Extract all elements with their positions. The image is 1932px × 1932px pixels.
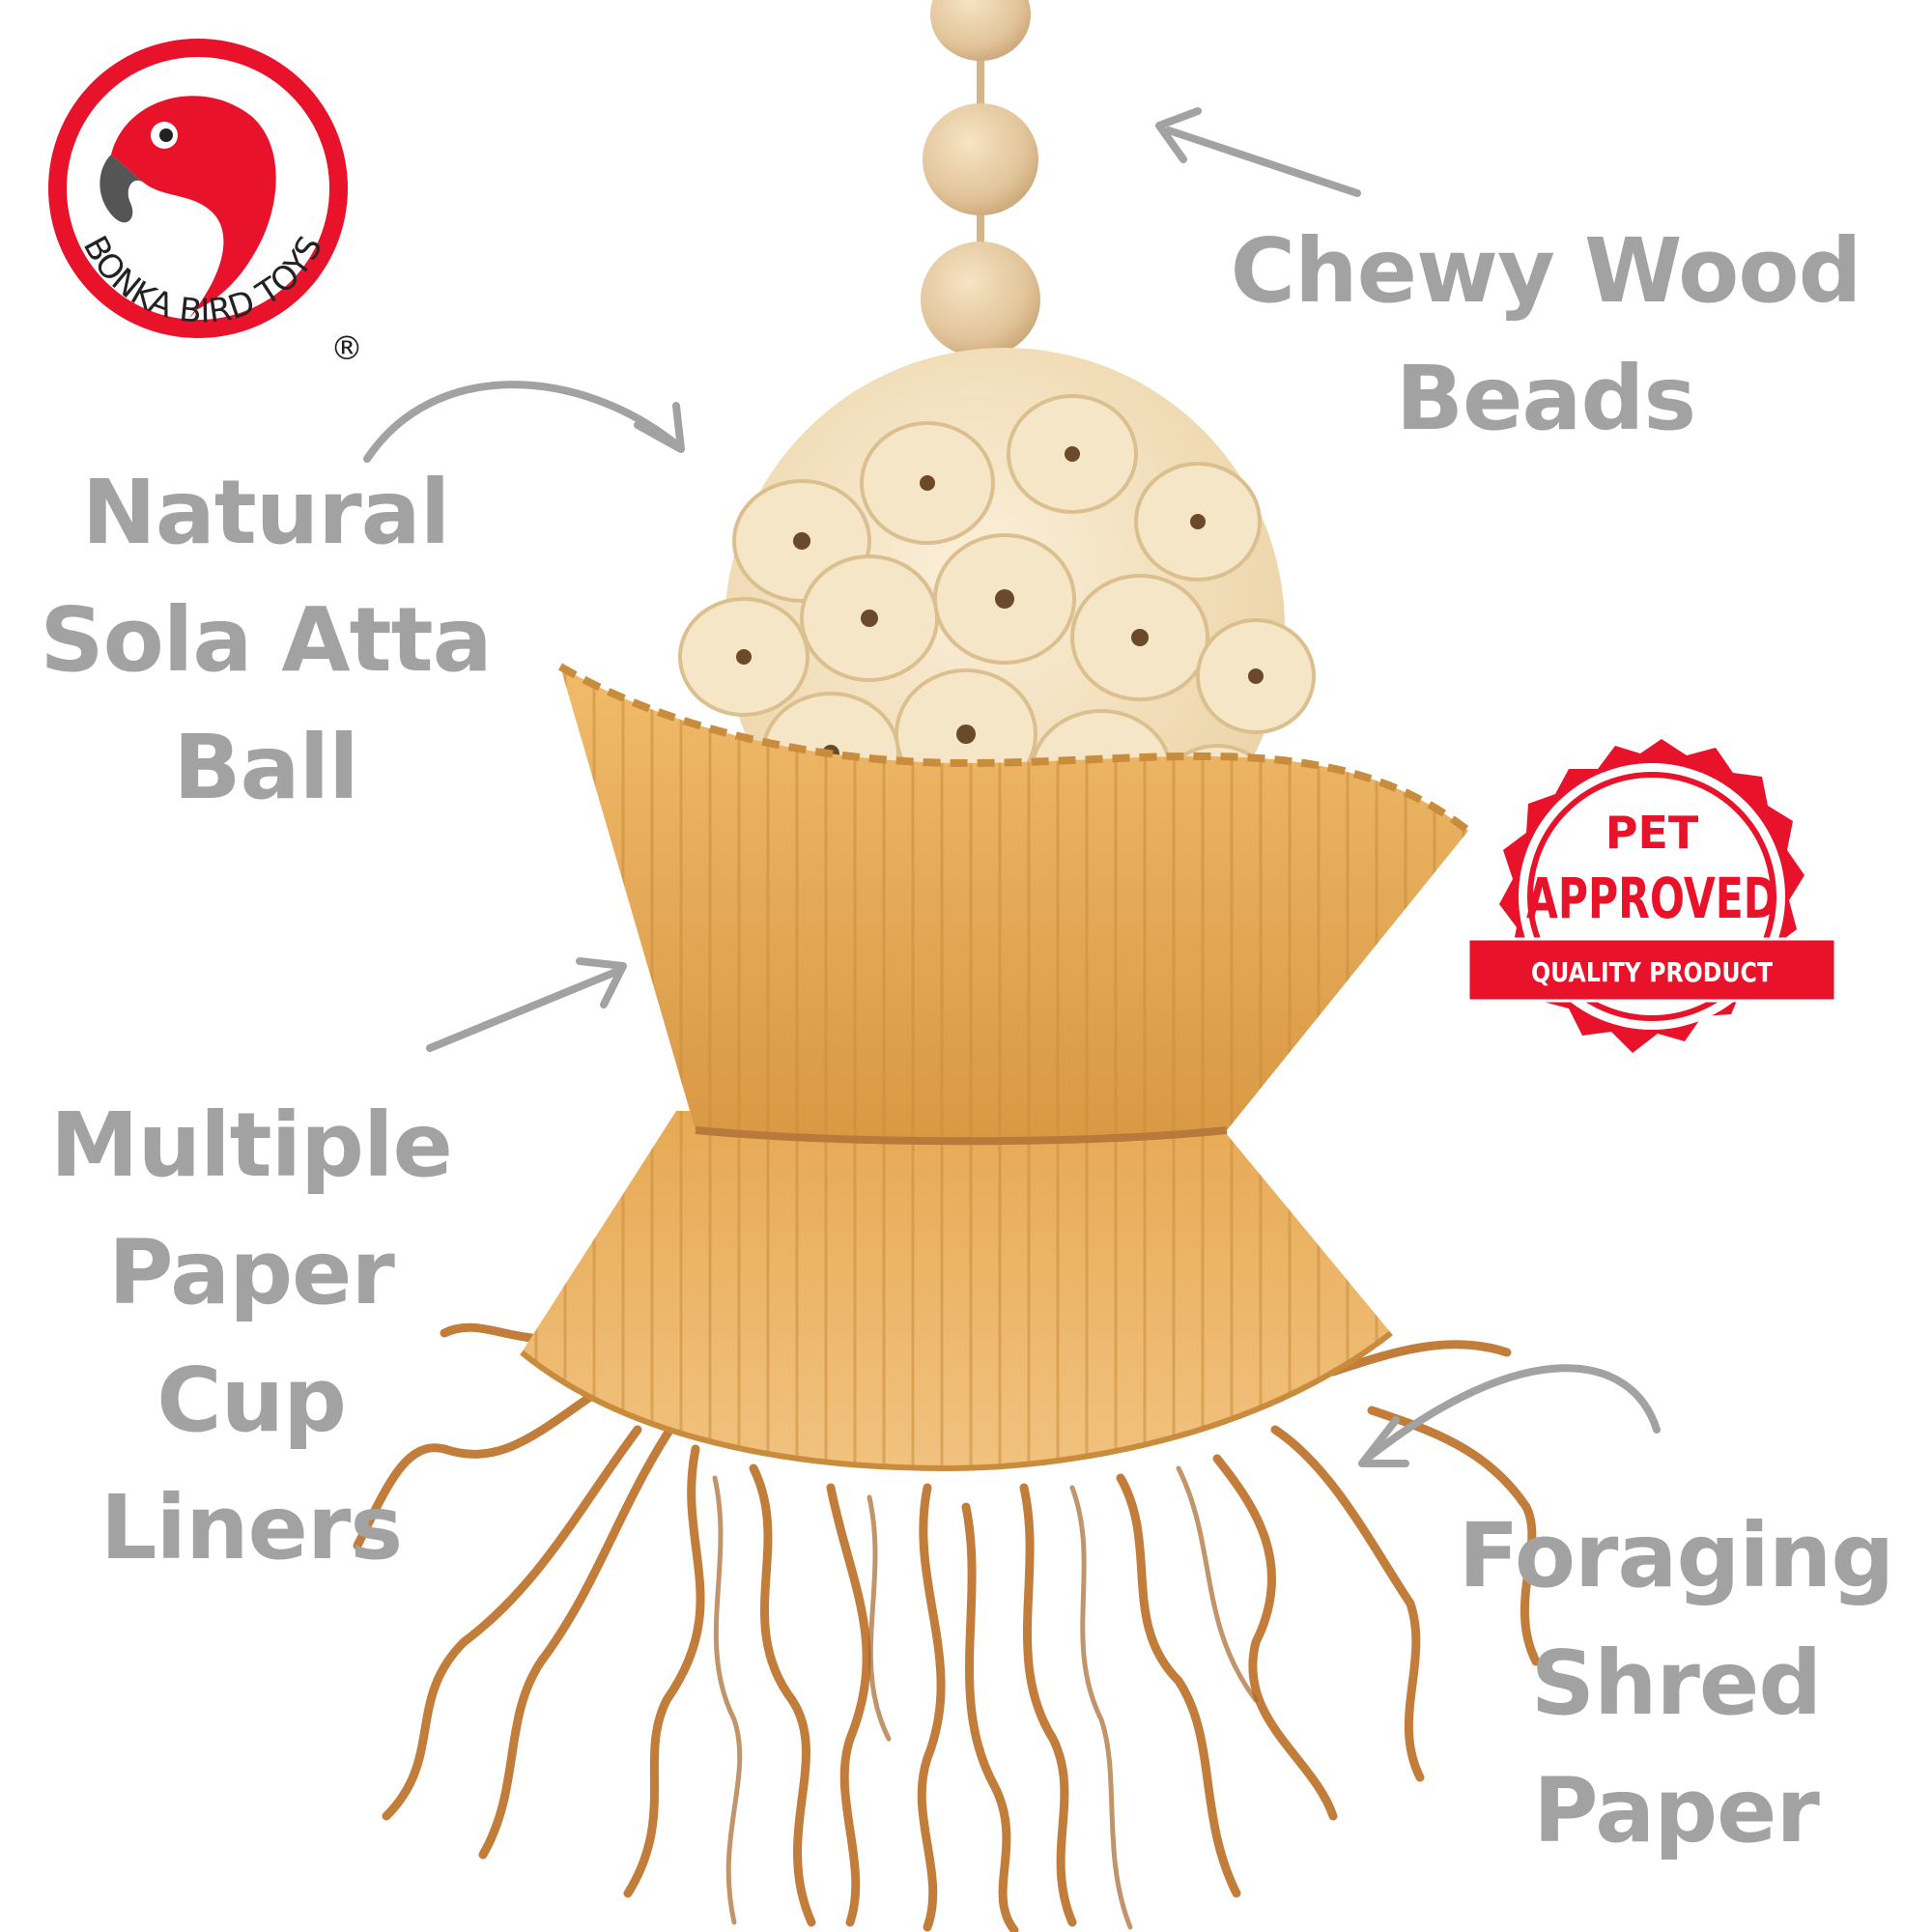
registered-mark: ® xyxy=(330,329,363,368)
callout-line: Chewy Wood xyxy=(1230,219,1862,323)
callout-shred-paper: Foraging Shred Paper xyxy=(1430,1492,1922,1875)
callout-arrows xyxy=(363,107,1661,1467)
callout-line: Ball xyxy=(173,716,358,819)
callout-line: Liners xyxy=(99,1476,403,1579)
arrow-wood-beads xyxy=(1165,127,1361,197)
callout-line: Beads xyxy=(1395,347,1696,450)
callout-line: Multiple xyxy=(50,1094,453,1197)
badge-middle-text: APPROVED xyxy=(1526,866,1777,931)
shred-paper xyxy=(353,1322,1541,1932)
callout-line: Foraging xyxy=(1458,1504,1895,1607)
callout-cup-liners: Multiple Paper Cup Liners xyxy=(19,1082,483,1592)
callout-line: Cup xyxy=(156,1349,347,1452)
callout-line: Natural xyxy=(81,461,451,564)
brand-logo: BONKA BIRD TOYS ® xyxy=(48,39,363,368)
badge-band xyxy=(1468,939,1835,1001)
callout-sola-ball: Natural Sola Atta Ball xyxy=(14,449,517,832)
callout-line: Sola Atta xyxy=(40,588,492,692)
pet-approved-badge: PET APPROVED QUALITY PRODUCT xyxy=(1468,739,1837,1053)
callout-line: Paper xyxy=(1533,1759,1820,1862)
paper-cup-upper xyxy=(557,663,1471,1146)
paper-cup-lower xyxy=(520,1111,1393,1472)
arrow-shred-paper xyxy=(1363,1364,1661,1463)
callout-wood-beads: Chewy Wood Beads xyxy=(1188,208,1903,463)
arrow-cup-liners xyxy=(426,967,622,1052)
badge-top-text: PET xyxy=(1605,807,1699,859)
callout-line: Shred xyxy=(1530,1632,1822,1735)
arrow-sola-ball xyxy=(363,381,680,463)
wood-beads xyxy=(921,0,1040,357)
parrot-head-icon xyxy=(99,96,276,319)
badge-band-text: QUALITY PRODUCT xyxy=(1531,956,1773,988)
callout-line: Paper xyxy=(108,1221,395,1324)
